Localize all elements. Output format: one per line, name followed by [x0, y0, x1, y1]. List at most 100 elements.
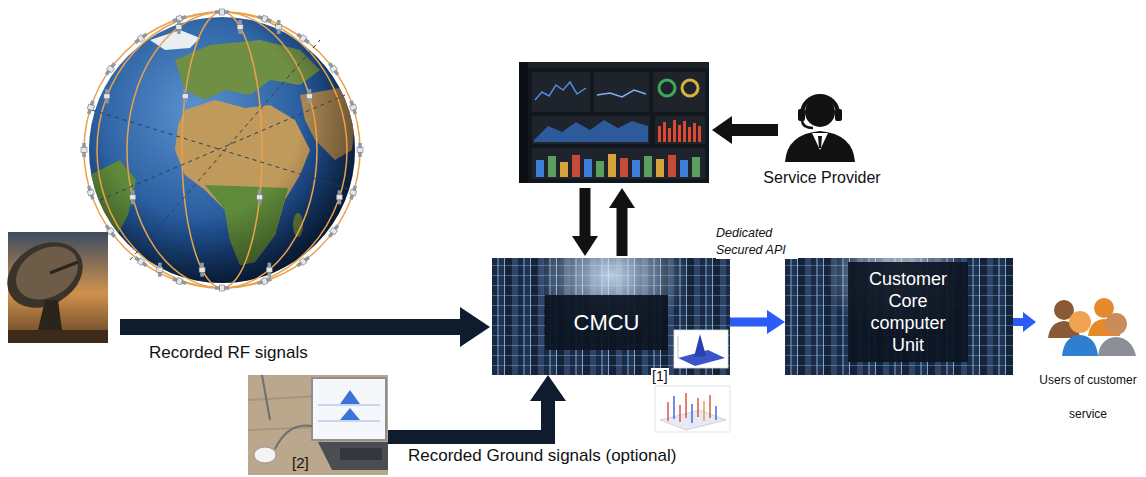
dashboard-screenshot	[519, 62, 528, 183]
satellite	[327, 224, 340, 239]
plot-spikes	[703, 401, 704, 421]
satellite	[157, 263, 163, 277]
satellite	[199, 263, 205, 277]
ground-recorder: [2]	[248, 375, 388, 475]
box-title: CMCU	[574, 310, 640, 336]
satellite	[182, 89, 188, 103]
satellite	[87, 189, 94, 196]
dashboard-screenshot	[594, 72, 649, 112]
dashboard-arrows	[572, 188, 635, 256]
plot-surface	[694, 334, 706, 357]
service-provider-icon	[835, 109, 842, 121]
satellite	[336, 190, 342, 204]
service-provider: Service Provider	[750, 88, 894, 192]
satellite	[257, 14, 272, 24]
provider-arrow	[712, 116, 732, 144]
plot-spikes	[685, 393, 686, 418]
plot-surface	[678, 336, 679, 358]
service-provider-icon	[812, 133, 828, 150]
orbit-lines	[84, 12, 360, 288]
laptop-photo	[275, 425, 312, 449]
users-icon	[1105, 313, 1127, 335]
dashboard-screenshot	[659, 80, 675, 96]
satellite	[266, 263, 272, 277]
rf-signal-arrow	[120, 307, 490, 347]
dashboard-screenshot	[519, 62, 709, 183]
dashboard-screenshot	[658, 120, 701, 142]
dashboard-screenshot	[536, 154, 700, 177]
users-icon	[1069, 311, 1091, 333]
users-group: Users of customer service	[1036, 296, 1142, 426]
label-box: CMCU	[545, 295, 668, 350]
satellite	[237, 20, 243, 34]
dashboard-screenshot	[658, 126, 661, 142]
users-icon	[1062, 335, 1098, 356]
satellite	[237, 25, 243, 30]
satellite	[299, 258, 307, 266]
satellite	[107, 65, 115, 73]
laptop-photo	[312, 378, 386, 440]
satellite	[350, 104, 357, 111]
satellite	[257, 277, 271, 285]
arrow-head	[767, 310, 785, 334]
satellite	[81, 143, 87, 157]
connector-line	[388, 399, 548, 437]
service-provider-icon	[818, 136, 822, 148]
dashboard-screenshot	[548, 156, 556, 177]
satellite	[296, 255, 311, 268]
plot-spikes	[691, 404, 692, 423]
provider-arrow	[730, 124, 778, 136]
plot-spikes	[668, 393, 716, 423]
satellite	[261, 15, 268, 22]
satellite	[176, 278, 183, 285]
dashboard-screenshot	[644, 156, 652, 177]
antenna-photo	[6, 236, 87, 311]
orbit-paths	[100, 95, 345, 200]
satellite	[257, 276, 272, 286]
satellite	[87, 100, 95, 114]
server-box: CMCU	[492, 258, 730, 375]
dashboard-screenshot	[663, 122, 666, 142]
satellite	[330, 227, 338, 235]
callout-number: [2]	[292, 454, 309, 472]
satellite	[130, 190, 136, 204]
dashboard-arrows	[617, 206, 628, 256]
plot-surface	[674, 330, 728, 368]
satellite	[296, 256, 309, 267]
users-icon	[1098, 337, 1136, 356]
laptop-photo	[262, 375, 270, 420]
dashboard-screenshot	[668, 155, 676, 177]
dashboard-screenshot	[673, 120, 676, 142]
satellite	[266, 267, 272, 272]
satellite	[104, 89, 110, 103]
laptop-photo	[340, 448, 382, 460]
satellite	[357, 148, 363, 153]
dashboard-screenshot	[608, 154, 616, 177]
dashboard-screenshot	[692, 157, 700, 177]
satellite	[276, 25, 282, 30]
rf-signal-arrow	[460, 307, 490, 347]
dashboard-screenshot	[532, 148, 705, 179]
satellite	[199, 267, 205, 272]
satellite	[133, 255, 148, 268]
satellite	[176, 25, 182, 30]
plot-spikes	[655, 386, 730, 432]
satellite	[105, 62, 116, 75]
dashboard-arrows	[609, 188, 635, 208]
dashboard-screenshot	[688, 127, 691, 142]
plot-spikes	[709, 395, 710, 418]
rf-signal-arrow	[120, 319, 462, 335]
laptop-photo	[340, 390, 360, 404]
laptop-photo	[248, 375, 388, 475]
satellite	[133, 32, 148, 45]
plot-spikes	[655, 386, 730, 432]
satellite	[220, 9, 225, 15]
satellite	[172, 276, 187, 286]
edge-label: Recorded Ground signals (optional)	[408, 446, 676, 466]
dashboard-screenshot	[535, 82, 586, 100]
dashboard-screenshot	[560, 162, 568, 177]
dashboard-screenshot	[693, 123, 696, 142]
satellite	[157, 267, 163, 272]
label-box: Customer Core computer Unit	[848, 262, 968, 362]
